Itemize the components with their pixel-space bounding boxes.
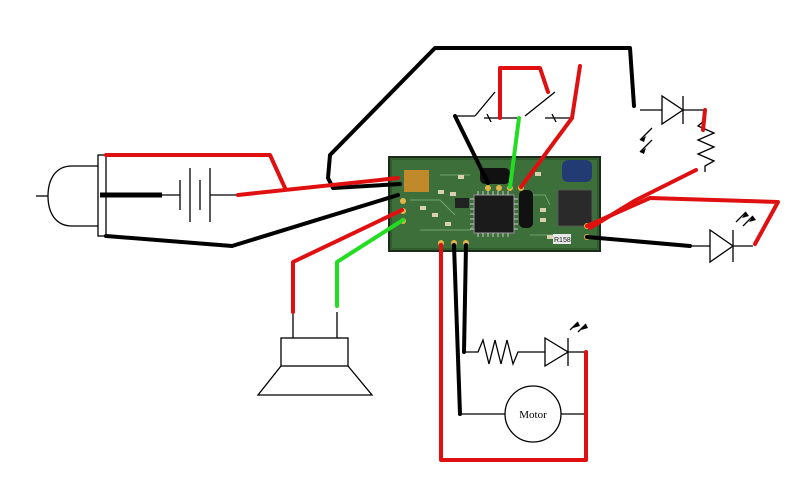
resistor-top	[696, 110, 716, 172]
green-wires	[335, 116, 521, 308]
speaker	[256, 312, 374, 396]
controller-board: R158	[388, 156, 601, 252]
battery	[100, 168, 238, 222]
motor: Motor	[460, 385, 586, 443]
dc-plug	[36, 154, 107, 237]
black-wires	[104, 46, 692, 416]
led-top	[639, 94, 705, 154]
red-wires	[104, 64, 780, 462]
resistor-bottom	[464, 337, 545, 367]
push-switches	[455, 91, 572, 123]
pcb-marking: R158	[554, 237, 571, 244]
motor-label: Motor	[519, 409, 547, 421]
led-bottom	[544, 321, 588, 368]
led-right	[690, 211, 756, 264]
